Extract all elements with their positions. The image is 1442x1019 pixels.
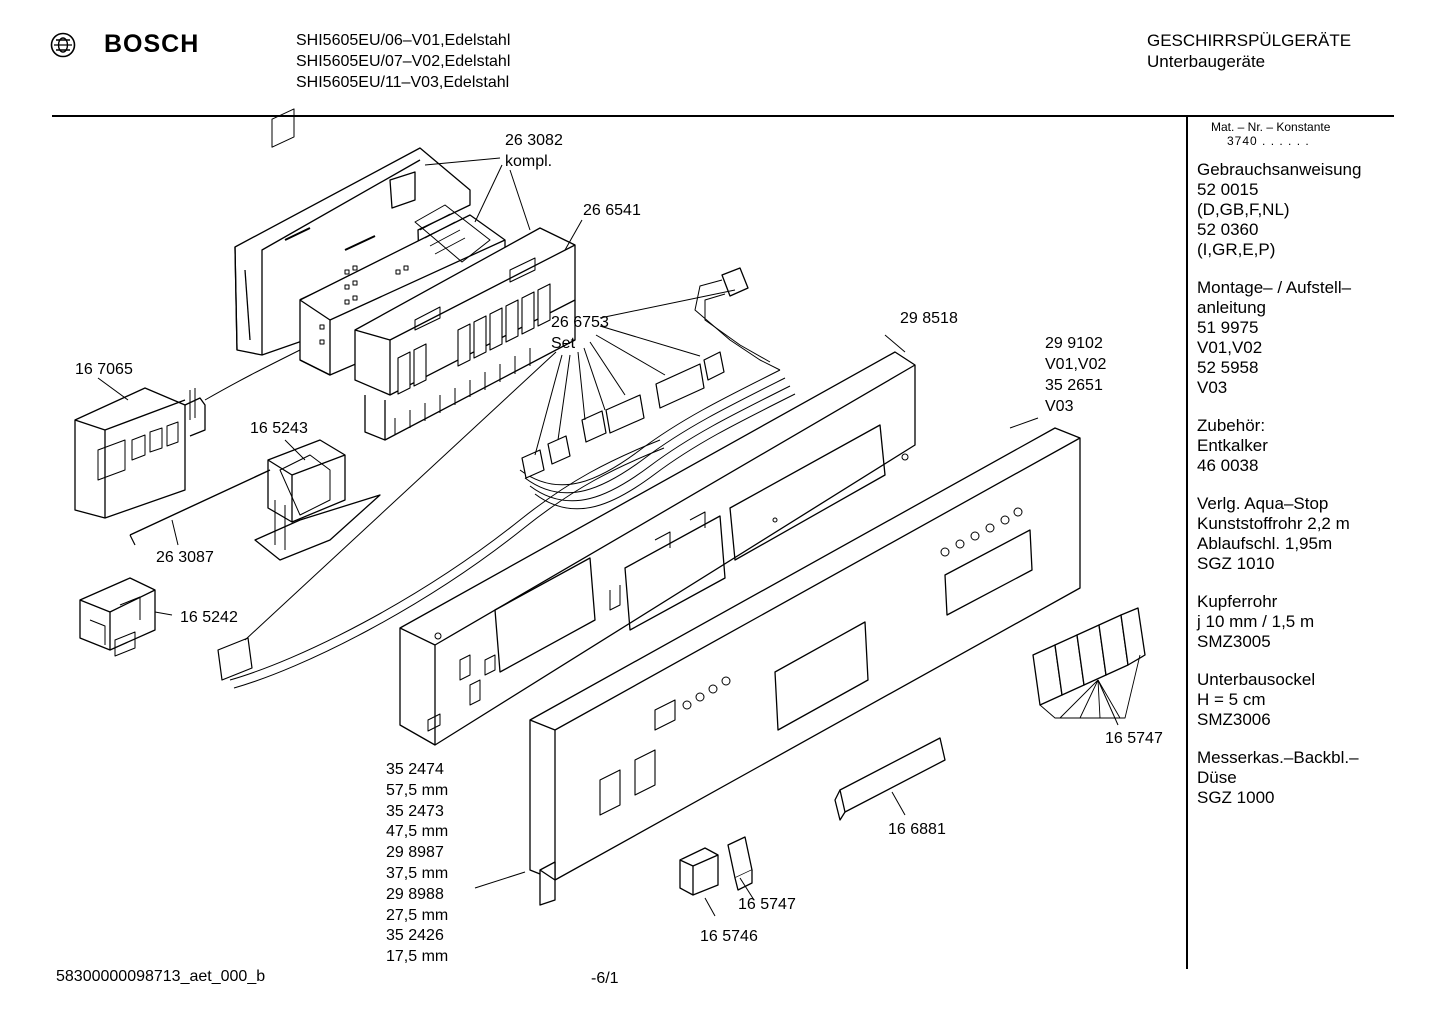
sidebar-line: 52 0360 [1197,220,1259,239]
trim-part-number: 35 2473 [386,802,444,820]
category-subline: Unterbaugeräte [1147,52,1266,71]
sidebar-line: Verlg. Aqua–Stop [1197,494,1329,513]
brand-logo-text: BOSCH [104,30,200,58]
part-label: 26 3082 [505,132,563,149]
sidebar-line: (D,GB,F,NL) [1197,200,1290,219]
model-line: SHI5605EU/07–V02,Edelstahl [296,53,511,70]
part-label: 16 5242 [180,609,238,626]
display-module [75,350,300,518]
trim-part-list: 35 2474 57,5 mm 35 2473 47,5 mm 29 8987 37,5 … [386,760,448,968]
page-number: -6/1 [591,970,619,987]
sidebar-line: j 10 mm / 1,5 m [1197,612,1315,631]
trim-part-number: 29 8988 [386,885,444,903]
part-label: 26 3087 [156,549,214,566]
handle-bar [835,738,945,820]
sidebar-line: Ablaufschl. 1,95m [1197,534,1333,553]
sidebar-line: Unterbausockel [1197,670,1316,689]
sidebar-line: (I,GR,E,P) [1197,240,1276,259]
sidebar-line: Gebrauchsanweisung [1197,160,1362,179]
trim-part-size: 57,5 mm [386,781,449,799]
trim-part-size: 27,5 mm [386,906,449,924]
leader-lines [98,158,1140,916]
sidebar-line: 52 5958 [1197,358,1259,377]
sidebar-line: Kunststoffrohr 2,2 m [1197,514,1350,533]
part-label-note: kompl. [505,153,553,170]
sidebar-line: Montage– / Aufstell– [1197,278,1352,297]
sidebar-line: Zubehör: [1197,416,1266,435]
sensor-bracket [255,440,380,560]
header-divider [52,115,1394,117]
sidebar-line: SMZ3006 [1197,710,1271,729]
category-line: GESCHIRRSPÜLGERÄTE [1147,31,1352,50]
sidebar-info: Mat. – Nr. – Konstante 3740 . . . . . . … [1197,120,1397,826]
sidebar-line: 51 9975 [1197,318,1259,337]
sidebar-line: Kupferrohr [1197,592,1278,611]
front-fascia-panel [530,428,1080,880]
sidebar-line: Düse [1197,768,1237,787]
trim-part-size: 47,5 mm [386,823,449,841]
part-label: 29 9102 [1045,335,1103,352]
sidebar-line: 46 0038 [1197,456,1259,475]
part-label: 29 8518 [900,310,958,327]
part-label: 16 5243 [250,420,308,437]
switch-housing [355,228,575,440]
sidebar-line: Entkalker [1197,436,1268,455]
sidebar-line: Messerkas.–Backbl.– [1197,748,1359,767]
model-list: SHI5605EU/06–V01,Edelstahl SHI5605EU/07–… [296,30,510,93]
part-label-note: V03 [1045,398,1074,415]
trim-part-number: 35 2426 [386,927,444,945]
model-line: SHI5605EU/06–V01,Edelstahl [296,32,511,49]
sidebar-line: V03 [1197,378,1228,397]
push-buttons [1033,608,1145,705]
inner-control-panel [400,352,915,745]
trim-part-number: 29 8987 [386,844,444,862]
cable-connector [695,268,780,370]
trim-part-size: 17,5 mm [386,948,449,966]
part-label: 16 5747 [1105,730,1163,747]
part-label: 16 5747 [738,896,796,913]
sidebar-line: SMZ3005 [1197,632,1271,651]
material-number-block: Mat. – Nr. – Konstante 3740 . . . . . . [1197,120,1397,148]
part-label: 16 6881 [888,821,946,838]
part-label: 26 6541 [583,202,641,219]
cable-wire [130,470,270,535]
part-label-note: Set [551,335,576,352]
part-label: 26 6753 [551,314,609,331]
trim-part-size: 37,5 mm [386,864,449,882]
bosch-armature-icon [50,32,76,58]
part-label: 16 5746 [700,928,758,945]
category-heading: GESCHIRRSPÜLGERÄTE Unterbaugeräte [1147,30,1351,72]
trim-part-number: 35 2474 [386,761,444,778]
single-buttons [680,837,752,895]
sidebar-line: V01,V02 [1197,338,1263,357]
matnr-label: Mat. – Nr. – Konstante [1211,120,1331,134]
sidebar-line: SGZ 1010 [1197,554,1275,573]
part-label: 16 7065 [75,361,133,378]
trim-strip [540,862,555,905]
wire-harness [218,352,795,688]
pressure-switch [80,578,155,656]
sidebar-line: 52 0015 [1197,180,1259,199]
document-code: 58300000098713_aet_000_b [56,968,266,985]
matnr-value: 3740 . . . . . . [1227,134,1310,148]
part-label-note: V01,V02 [1045,356,1107,373]
model-line: SHI5605EU/11–V03,Edelstahl [296,74,510,91]
sidebar-line: anleitung [1197,298,1267,317]
sidebar-divider [1186,117,1188,969]
sidebar-line: H = 5 cm [1197,690,1266,709]
sidebar-line: SGZ 1000 [1197,788,1275,807]
part-label: 35 2651 [1045,377,1103,394]
